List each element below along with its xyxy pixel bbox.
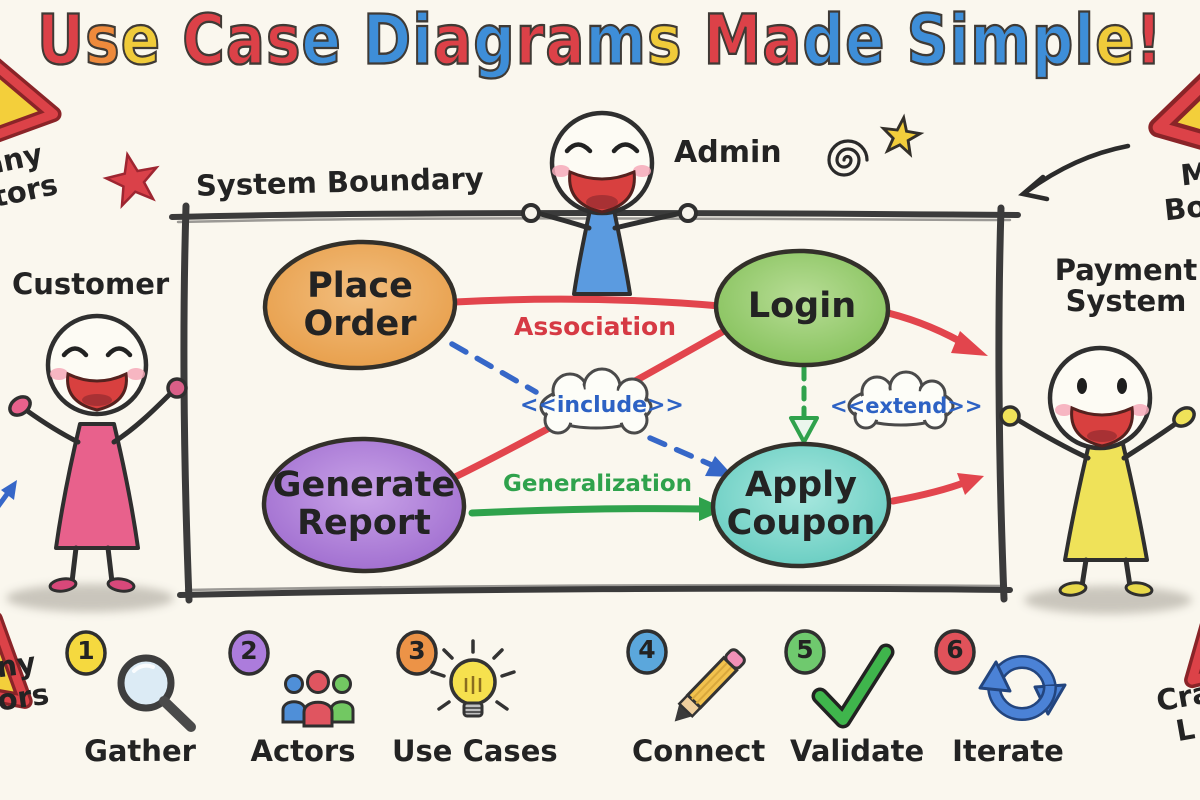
spiral-icon <box>827 139 869 177</box>
step-6-badge <box>934 629 976 675</box>
generalization-label: Generalization <box>502 471 693 497</box>
warning-triangle-top-left <box>0 46 62 154</box>
lightbulb-icon <box>430 639 516 718</box>
login-oval <box>713 248 891 368</box>
step-5-badge <box>784 629 826 675</box>
iterate-icon <box>978 655 1067 721</box>
include-dashed-line <box>449 341 717 469</box>
customer-label: Customer <box>12 267 170 301</box>
place-order-label: Place Order <box>303 266 417 344</box>
place-order-oval <box>262 239 458 371</box>
association-lines <box>451 295 974 505</box>
extend-arrowhead <box>789 416 819 444</box>
payment-system-figure <box>999 345 1196 597</box>
left-edge-arrow-icon <box>0 480 17 509</box>
step-6-number: 6 <box>946 635 964 664</box>
step-badges <box>65 629 976 676</box>
yellow-star-icon <box>879 113 925 158</box>
use-case-ovals <box>261 239 892 574</box>
step-5-label: Validate <box>790 734 925 768</box>
apply-coupon-oval <box>710 441 892 569</box>
checkmark-icon <box>811 643 895 729</box>
association-arrowhead-login <box>951 331 988 356</box>
include-cloud <box>539 367 653 435</box>
include-label: <<include>> <box>520 393 684 418</box>
people-icon <box>281 670 355 728</box>
login-label: Login <box>747 286 857 326</box>
step-3-badge <box>396 630 438 676</box>
step-3-label: Use Cases <box>392 734 558 768</box>
generalization-line <box>468 505 708 517</box>
step-4-badge <box>626 629 668 675</box>
pencil-icon <box>674 648 746 722</box>
step-1-label: Gather <box>84 734 196 768</box>
payment-system-label: Payment System <box>1054 253 1198 319</box>
step-2-badge <box>228 630 270 676</box>
generate-report-label: Generate Report <box>272 465 456 543</box>
generate-report-oval <box>261 436 467 574</box>
admin-figure <box>521 110 698 296</box>
customer-figure <box>8 313 188 593</box>
curved-arrow-icon <box>1018 143 1131 202</box>
association-label: Association <box>513 312 677 341</box>
warning-triangle-bottom-left <box>0 611 33 709</box>
extend-label: <<extend>> <box>830 394 983 418</box>
red-star-icon <box>102 150 160 210</box>
extend-cloud <box>847 370 955 430</box>
step-1-badge <box>65 630 107 676</box>
system-boundary-label: System Boundary <box>195 161 485 203</box>
step-2-label: Actors <box>250 734 356 768</box>
step-1-number: 1 <box>77 636 95 665</box>
page-title: Use Case Diagrams Made Simple! <box>36 0 1163 81</box>
step-5-number: 5 <box>796 635 814 664</box>
step-2-number: 2 <box>240 636 258 665</box>
apply-coupon-label: Apply Coupon <box>726 465 876 543</box>
step-6-label: Iterate <box>952 734 1064 768</box>
step-4-label: Connect <box>632 734 766 768</box>
admin-label: Admin <box>674 135 782 170</box>
step-3-number: 3 <box>408 636 426 665</box>
magnifier-icon <box>117 654 196 732</box>
step-4-number: 4 <box>638 635 656 664</box>
association-arrowhead-coupon <box>957 473 984 495</box>
